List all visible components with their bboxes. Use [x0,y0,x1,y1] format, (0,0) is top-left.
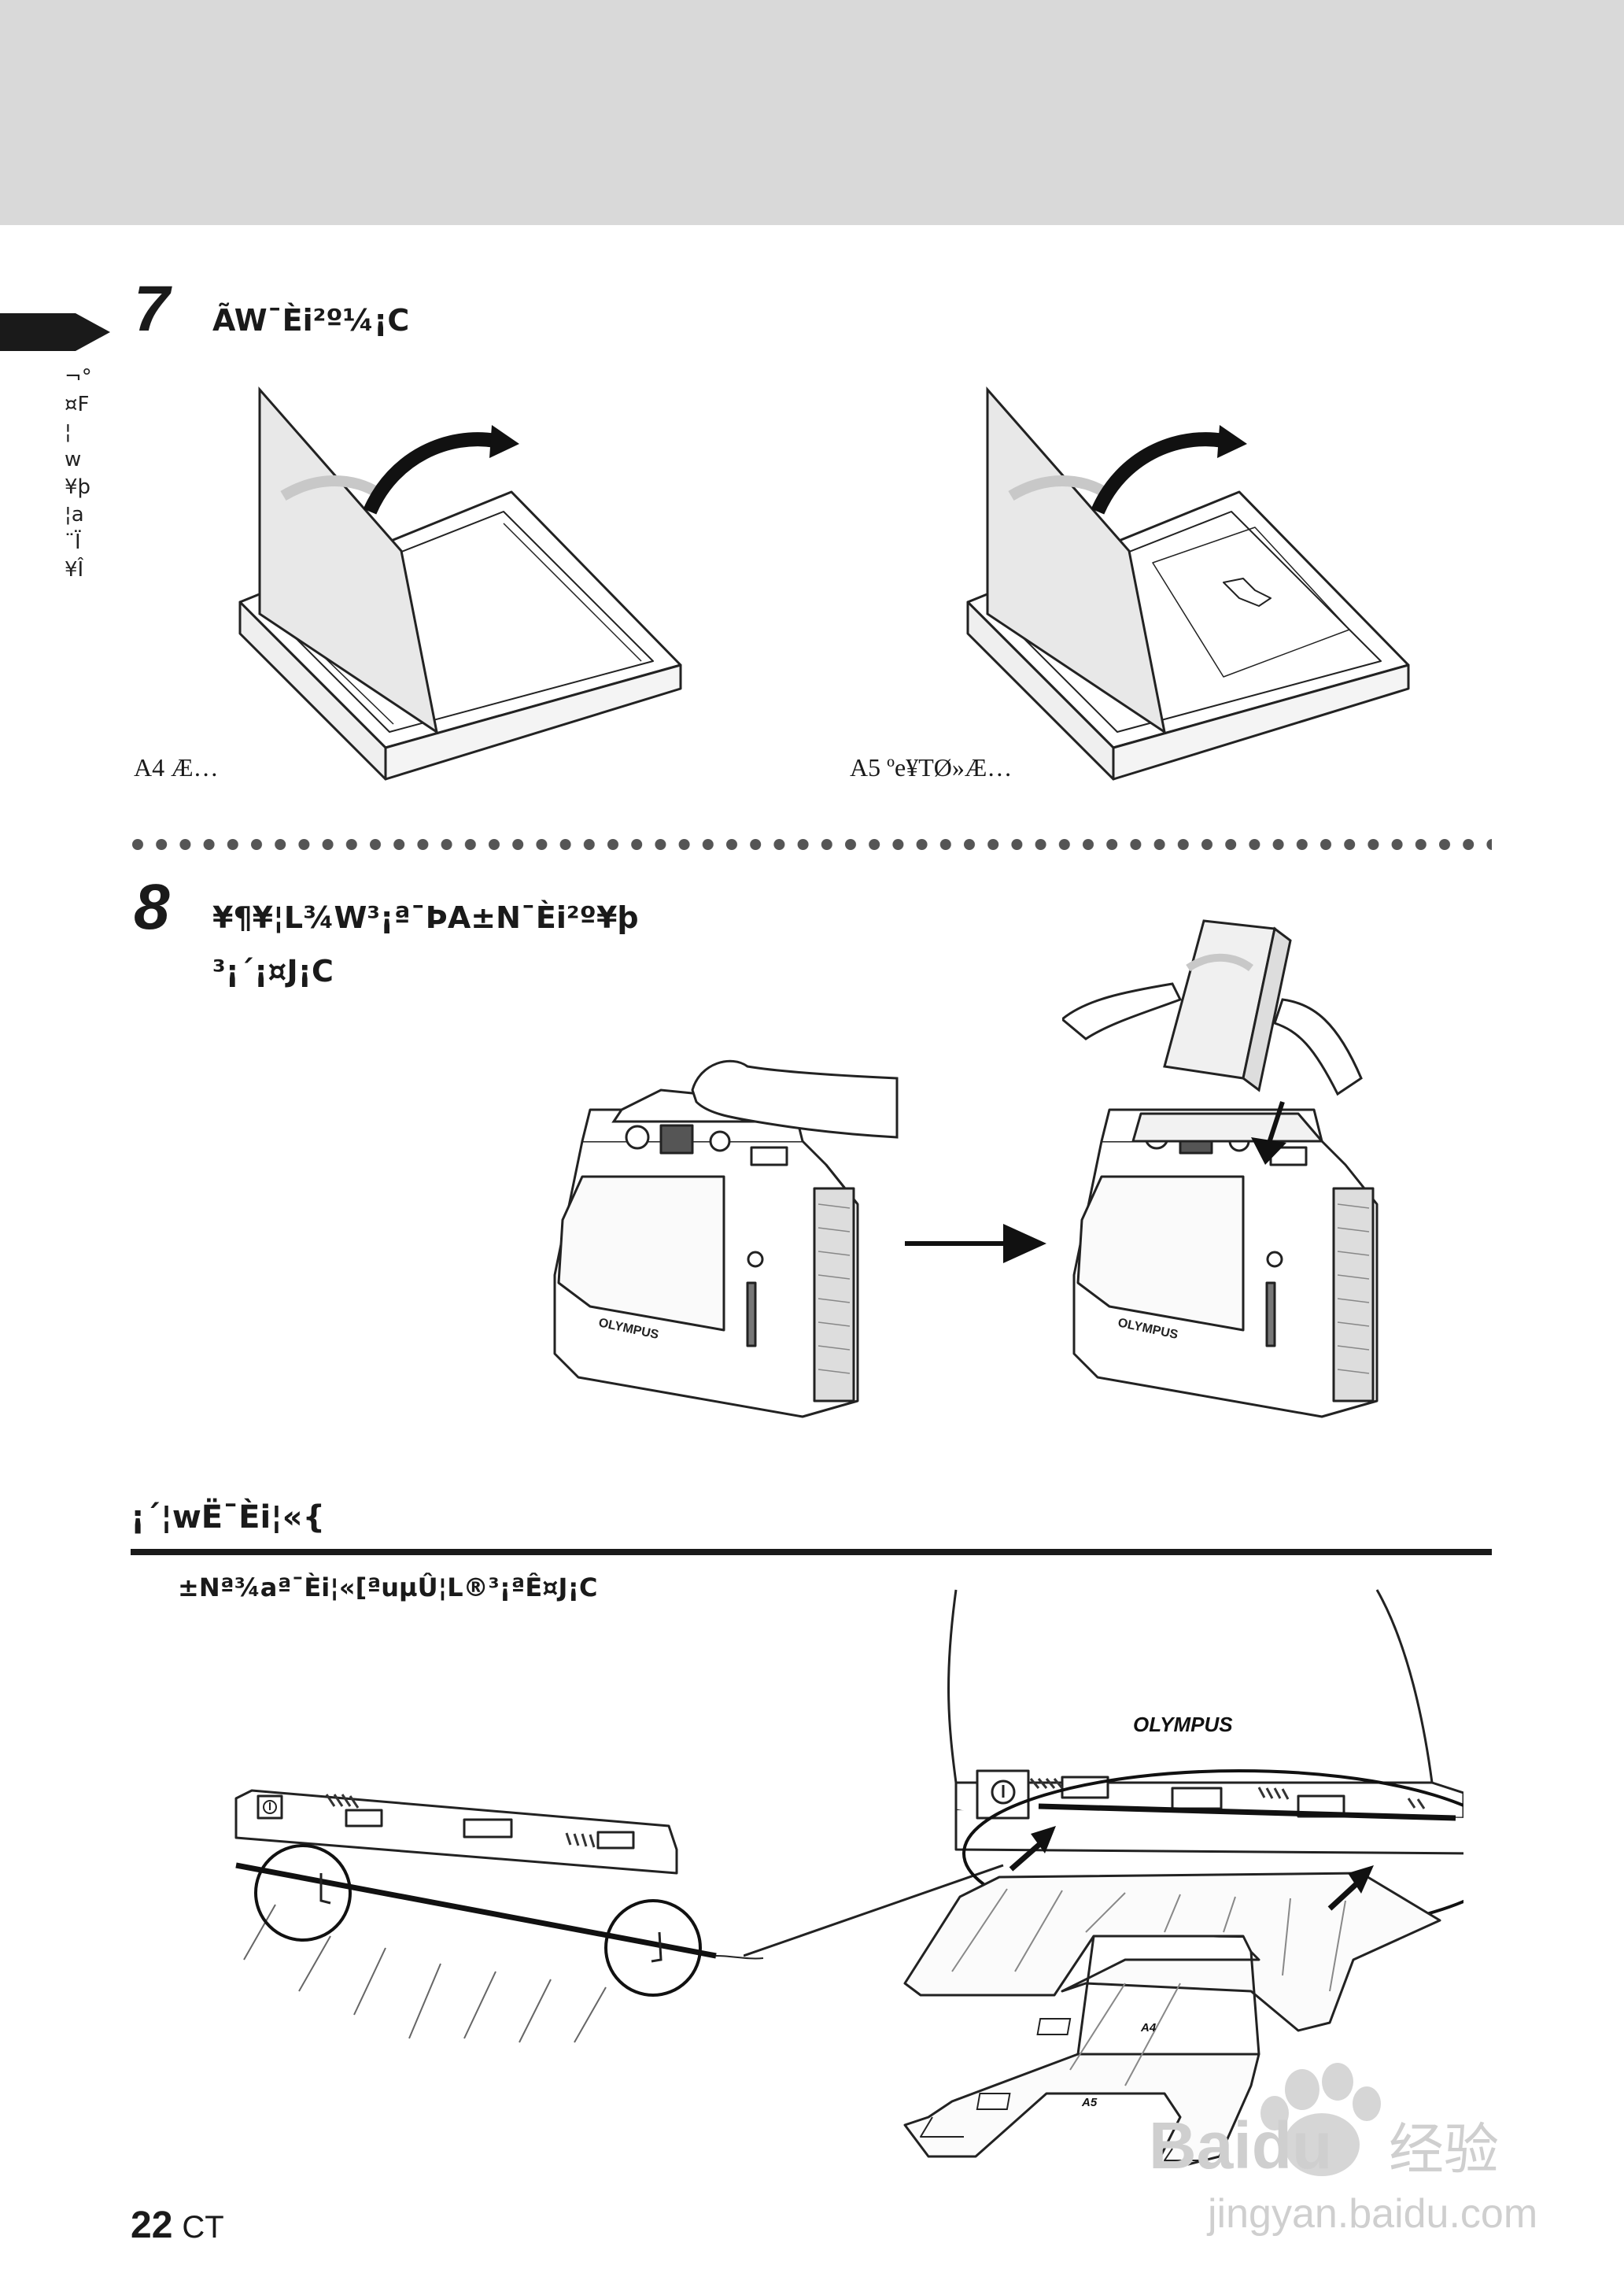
step-7-number: 7 [134,273,170,345]
figure-printer-insert-tray: OLYMPUS [1062,919,1379,1418]
printer-logo: OLYMPUS [1133,1713,1233,1736]
sequence-arrow-icon [905,1224,1046,1263]
step-8-instruction-line2: ³¡´¡¤J¡C [212,954,334,989]
figure-a4-tray-lid-open [238,386,682,781]
watermark-logo: Baidu 经验 jingyan.baidu.com [1149,2063,1537,2237]
figure-tray-insertion-closeup: OLYMPUS A4 A5 [903,1589,1463,2166]
callout-connector-line [744,1864,1004,1957]
watermark-cn: 经验 [1389,2119,1499,2180]
page-number-suffix: CT [182,2210,224,2245]
step-8-number: 8 [134,871,170,943]
watermark-brand: Baidu [1149,2108,1332,2182]
step-7-instruction: ÃW¯Èi²º¼¡C [212,303,410,338]
chapter-tab-marker [0,313,110,351]
sidebar-vertical-text: ¬° ¤F ¦w ¥þ ¦a ¨Ï ¥Î [65,365,92,582]
header-band [0,0,1624,225]
section-rule [131,1549,1492,1555]
section-title: ¡´¦wË¯Èi¦«{ [131,1499,326,1536]
page-number: 22 CT [131,2204,224,2247]
dotted-separator [131,837,1492,852]
figure-printer-remove-cover: OLYMPUS [553,1059,899,1418]
watermark-url: jingyan.baidu.com [1206,2191,1537,2237]
section-body-text: ±Nª¾aª¯Èi¦«[ªuµÛ¦L®³¡ªÊ¤J¡C [178,1572,598,1602]
page-number-value: 22 [131,2204,173,2246]
tray-label-a5: A5 [1081,2096,1098,2109]
figure-a5-tray-lid-open [966,386,1410,781]
caption-a4: A4 Æ… [134,753,219,782]
caption-a5: A5 ºe¥TØ»Æ… [850,753,1013,782]
step-8-instruction-line1: ¥¶¥¦L¾W³¡ª¯ÞA±N¯Èi²º¥þ [212,900,639,935]
power-button-icon [257,1794,283,1820]
tray-label-a4: A4 [1140,2021,1157,2034]
figure-tray-slot-detail [234,1789,764,2043]
